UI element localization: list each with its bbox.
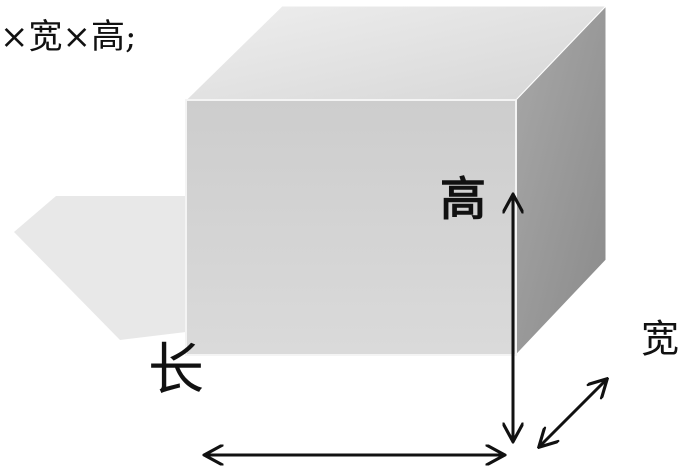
length-label: 长 [148, 338, 204, 403]
box-shadow [14, 196, 186, 340]
width-label: 宽 [641, 317, 680, 361]
height-label: 高 [440, 172, 486, 226]
volume-formula-text: ×宽×高; [0, 17, 137, 57]
box-front-face [185, 99, 517, 356]
width-arrow [540, 380, 606, 446]
